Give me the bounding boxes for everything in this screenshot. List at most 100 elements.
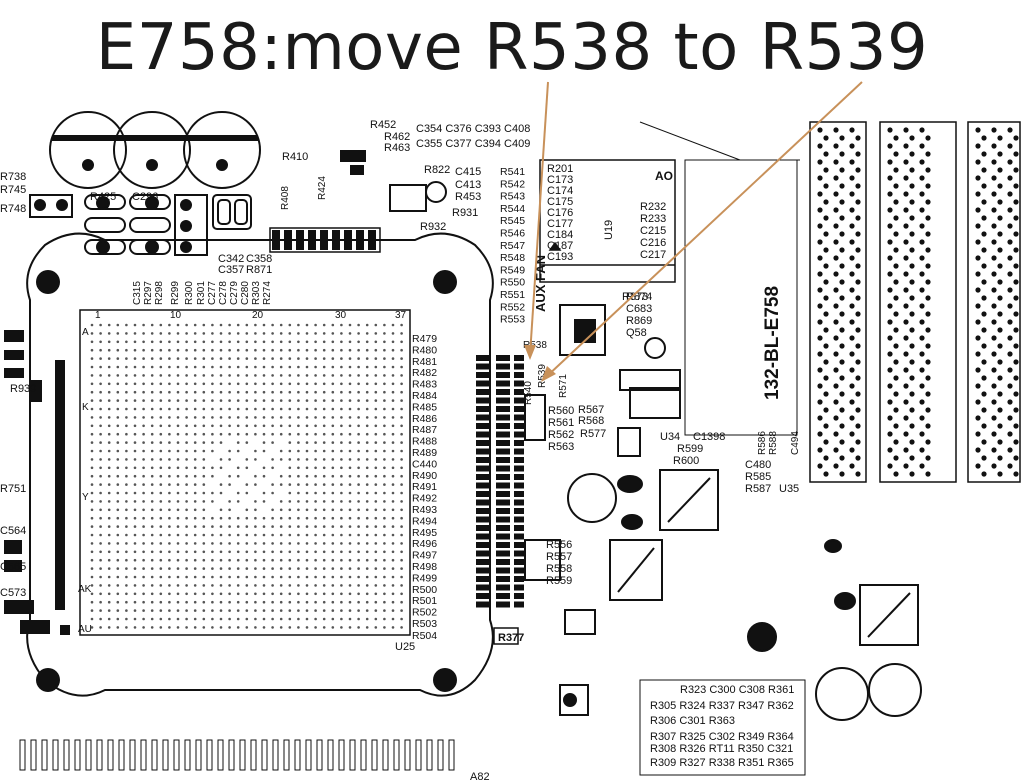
- res-label: R424: [317, 176, 328, 200]
- connector-pin: [893, 247, 899, 253]
- bga-ball: [314, 567, 317, 570]
- connector-pin: [1007, 399, 1013, 405]
- bga-ball: [288, 533, 292, 537]
- connector-pin: [1013, 375, 1019, 381]
- connector-pin: [817, 463, 823, 469]
- connector-pin: [991, 191, 997, 197]
- connector-pin: [909, 471, 915, 477]
- bga-ball: [271, 365, 274, 369]
- bga-ball: [202, 357, 206, 360]
- bga-ball: [159, 332, 163, 335]
- bga-ball: [262, 542, 266, 545]
- bga-ball: [125, 533, 128, 537]
- bga-ball: [185, 500, 188, 503]
- bga-ball: [133, 558, 137, 562]
- bga-ball: [383, 458, 386, 461]
- connector-pin: [903, 175, 909, 181]
- bga-ball: [314, 348, 317, 352]
- connector-pin: [1013, 391, 1019, 397]
- connector-pin: [887, 367, 893, 373]
- bga-ball: [159, 348, 163, 352]
- pad: [476, 380, 490, 387]
- connector-pin: [1007, 239, 1013, 245]
- bga-ball: [365, 466, 369, 470]
- connector-pin: [817, 175, 823, 181]
- res-label: R543: [500, 191, 525, 203]
- bga-ball: [245, 617, 249, 621]
- bga-ball: [133, 332, 137, 335]
- bga-ball: [365, 332, 369, 335]
- connector-pin: [833, 335, 839, 341]
- connector-pin: [887, 255, 893, 261]
- bga-ball: [211, 516, 214, 520]
- bga-ball: [357, 483, 360, 486]
- bga-ball: [297, 390, 300, 394]
- connector-pin: [833, 399, 839, 405]
- bga-ball: [279, 374, 283, 377]
- pad: [476, 355, 490, 361]
- bga-ball: [374, 525, 378, 528]
- bga-ball: [383, 348, 386, 352]
- bga-ball: [254, 458, 257, 461]
- bga-ball: [374, 600, 378, 604]
- block-row: R308 R326 RT11 R350 C321: [650, 743, 793, 755]
- pad: [514, 448, 524, 455]
- connector-pin: [919, 335, 925, 341]
- bga-ball: [374, 609, 378, 612]
- bga-ball: [90, 600, 94, 604]
- bga-ball: [297, 399, 300, 402]
- bga-ball: [254, 390, 257, 394]
- pad: [496, 448, 510, 455]
- bga-ball: [133, 407, 137, 411]
- bga-ball: [193, 500, 197, 503]
- bga-ball: [159, 399, 163, 402]
- bga-ball: [168, 332, 171, 335]
- bga-ball: [185, 374, 188, 377]
- connector-pin: [903, 255, 909, 261]
- cap-label: C296: [132, 191, 158, 203]
- bga-ball: [288, 390, 292, 394]
- connector-pin: [997, 439, 1003, 445]
- bga-ball: [107, 617, 111, 621]
- bga-ball: [202, 449, 206, 453]
- bga-ball: [193, 542, 197, 545]
- bga-ball: [219, 407, 223, 411]
- connector-pin: [1013, 199, 1019, 205]
- res-label: R485: [412, 401, 437, 413]
- bga-ball: [254, 399, 257, 402]
- bga-ball: [271, 508, 274, 512]
- connector-pin: [855, 391, 861, 397]
- bga-ball: [176, 441, 180, 444]
- connector-pin: [893, 391, 899, 397]
- bga-ball: [168, 491, 171, 495]
- bga-ball: [90, 617, 94, 621]
- bga-ball: [211, 575, 214, 579]
- bga-ball: [228, 357, 231, 360]
- bga-ball: [236, 390, 240, 394]
- res-label: R568: [578, 415, 604, 427]
- bga-ball: [305, 441, 309, 444]
- bga-ball: [176, 374, 180, 377]
- bga-ball: [228, 382, 231, 386]
- bga-ball: [159, 416, 163, 419]
- bga-ball: [150, 458, 154, 461]
- connector-pin: [919, 383, 925, 389]
- bga-ball: [279, 542, 283, 545]
- pad: [476, 457, 490, 463]
- bga-ball: [288, 399, 292, 402]
- bottom-right-block: R323 C300 C308 R361 R305 R324 R337 R347 …: [639, 679, 806, 776]
- bga-ball: [228, 584, 231, 587]
- bga-ball: [228, 374, 231, 377]
- bga-ball: [254, 432, 257, 436]
- bga-ball: [340, 390, 343, 394]
- bga-ball: [202, 542, 206, 545]
- cap-label: R425: [90, 191, 116, 203]
- connector-pin: [1007, 335, 1013, 341]
- bga-ball: [116, 516, 120, 520]
- bga-ball: [314, 584, 317, 587]
- bga-ball: [348, 365, 352, 369]
- bga-ball: [357, 558, 360, 562]
- res-label: R479: [412, 333, 437, 345]
- bga-ball: [383, 542, 386, 545]
- cap-pad: [305, 739, 312, 771]
